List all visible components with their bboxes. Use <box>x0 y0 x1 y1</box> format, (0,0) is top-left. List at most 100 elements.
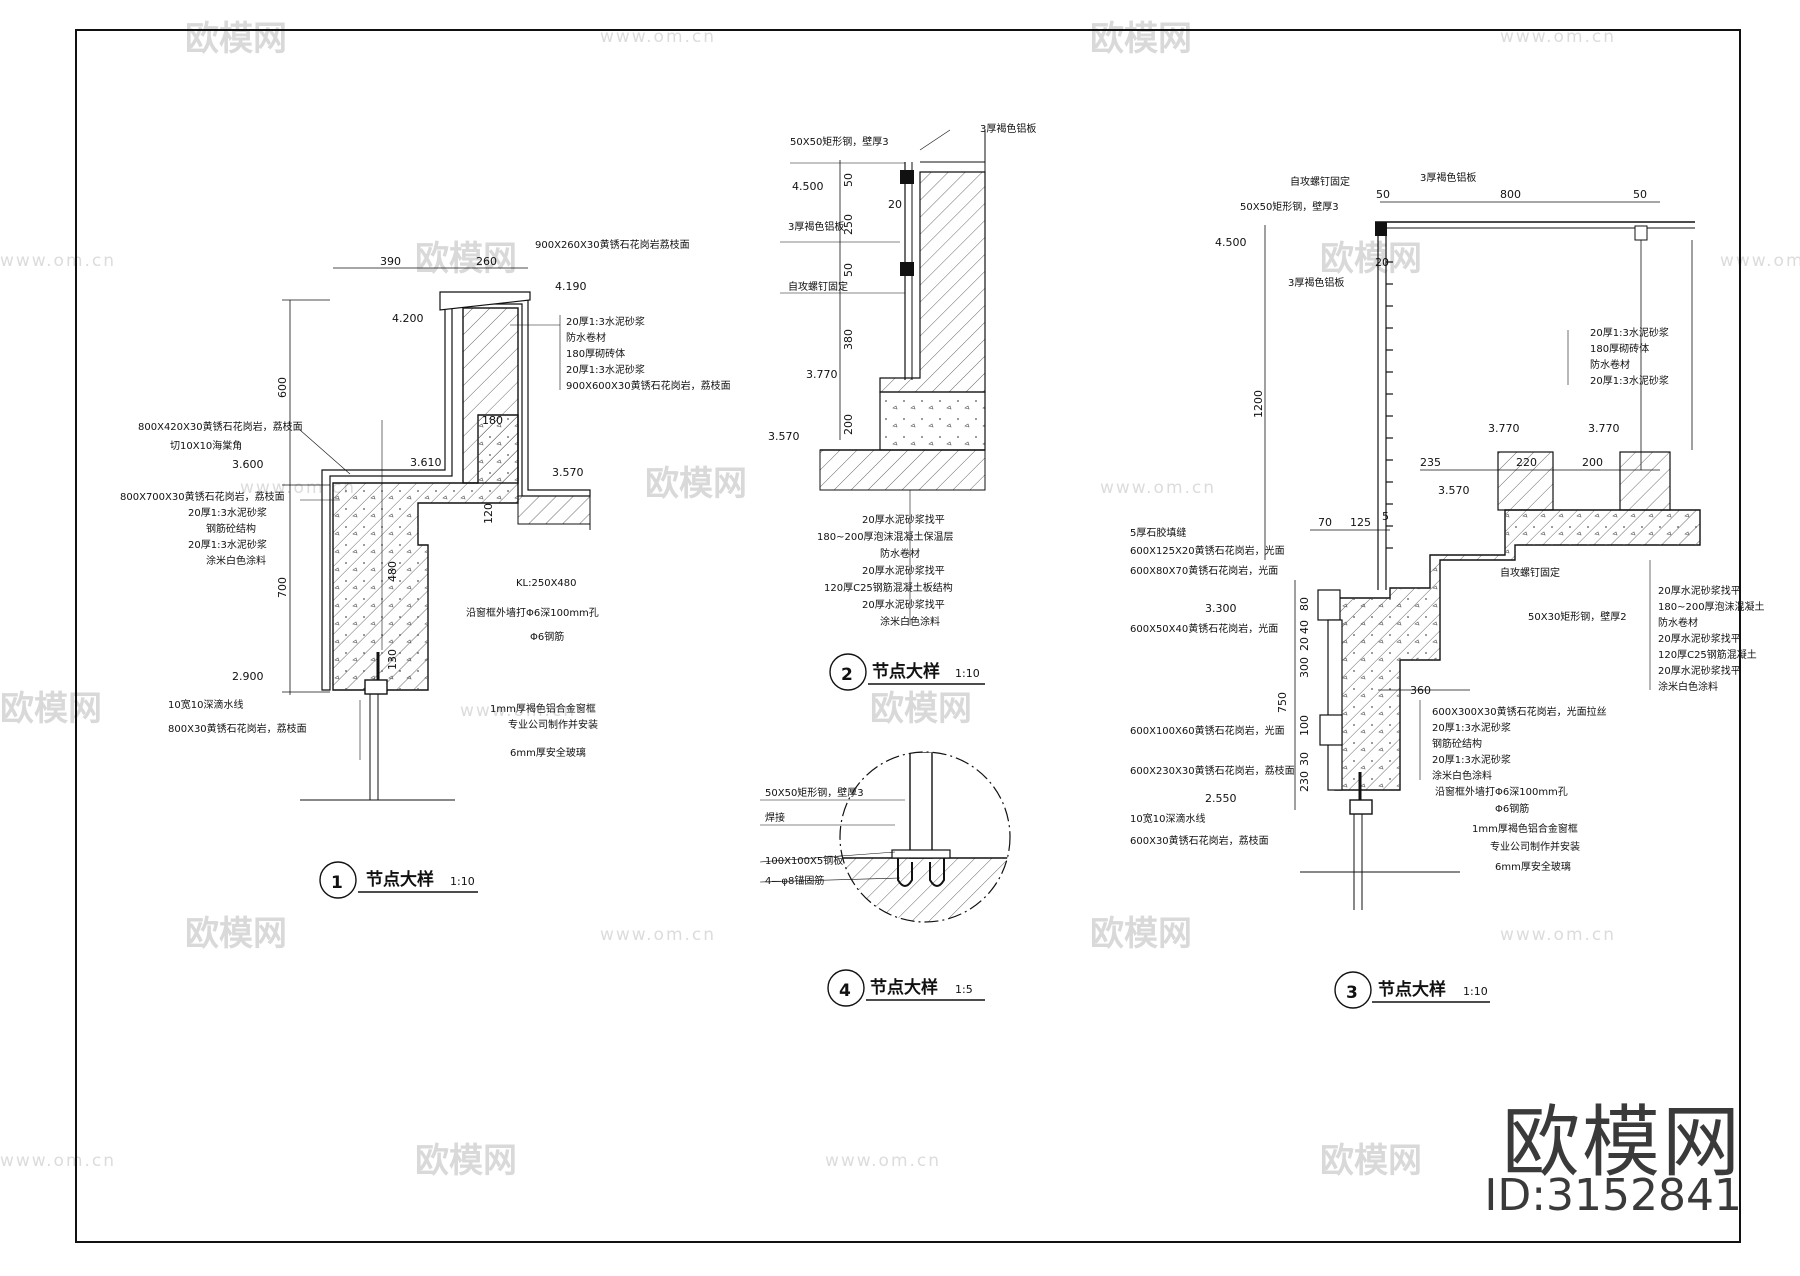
d1-label: 900X600X30黄锈石花岗岩，荔枝面 <box>566 379 731 392</box>
d4-title-circle <box>827 969 865 1007</box>
d3-dim: 50 <box>1376 188 1390 201</box>
d3-label: 涂米白色涂料 <box>1432 769 1492 782</box>
d2-label: 20厚水泥砂浆找平 <box>862 513 945 526</box>
d3-label: 专业公司制作并安装 <box>1490 840 1580 853</box>
d3-label: 600X50X40黄锈石花岗岩，光面 <box>1130 622 1278 635</box>
d3-label: 防水卷材 <box>1658 616 1698 629</box>
d3-title: 节点大样 <box>1378 979 1446 1000</box>
watermark-brand: 欧模网 <box>645 464 747 504</box>
d1-label: 20厚1:3水泥砂浆 <box>566 363 645 376</box>
d1-label: 1mm厚褐色铝合金窗框 <box>490 702 596 715</box>
d3-label: 20厚1:3水泥砂浆 <box>1590 326 1669 339</box>
d2-label: 180~200厚泡沫混凝土保温层 <box>817 530 954 543</box>
sheet-border <box>75 29 1741 1243</box>
d1-dim: 600 <box>276 377 289 398</box>
d3-dim: 1200 <box>1252 390 1265 418</box>
d1-dim: 180 <box>482 414 503 427</box>
d2-label: 3厚褐色铝板 <box>788 220 844 233</box>
d1-label: 沿窗框外墙打Φ6深100mm孔 <box>466 606 599 619</box>
d3-title-number: 3 <box>1346 983 1358 1003</box>
d2-dim: 50 <box>842 263 855 277</box>
d1-scale: 1:10 <box>450 875 475 888</box>
d1-label: 专业公司制作并安装 <box>508 718 598 731</box>
d1-dim: 480 <box>386 561 399 582</box>
d3-dim: 70 <box>1318 516 1332 529</box>
watermark-url: www.om.cn <box>460 701 576 721</box>
d4-label: 50X50矩形钢，壁厚3 <box>765 786 864 799</box>
d1-title-circle <box>319 861 357 899</box>
d2-label: 20厚水泥砂浆找平 <box>862 564 945 577</box>
d3-dim: 230 <box>1298 771 1311 792</box>
watermark-brand: 欧模网 <box>415 239 517 279</box>
d3-label: 涂米白色涂料 <box>1658 680 1718 693</box>
d2-title-number: 2 <box>841 665 853 685</box>
d3-dim: 20 <box>1298 637 1311 651</box>
d3-label: 600X230X30黄锈石花岗岩，荔枝面 <box>1130 764 1295 777</box>
d2-scale: 1:10 <box>955 667 980 680</box>
d3-label: 50X50矩形钢，壁厚3 <box>1240 200 1339 213</box>
d1-elevation: 4.190 <box>555 280 587 293</box>
d3-dim: 220 <box>1516 456 1537 469</box>
d3-label: 5厚石胶填缝 <box>1130 526 1186 539</box>
d3-elevation: 3.770 <box>1588 422 1620 435</box>
d3-title-circle <box>1334 971 1372 1009</box>
watermark-brand: 欧模网 <box>1320 1141 1422 1181</box>
d2-elevation: 3.570 <box>768 430 800 443</box>
d2-title: 节点大样 <box>872 661 940 682</box>
d3-label: 20厚水泥砂浆找平 <box>1658 632 1741 645</box>
d1-label: 800X30黄锈石花岗岩，荔枝面 <box>168 722 307 735</box>
watermark-url: www.om.cn <box>600 925 716 945</box>
watermark-brand: 欧模网 <box>870 689 972 729</box>
d3-label: 20厚1:3水泥砂浆 <box>1590 374 1669 387</box>
d3-label: Φ6钢筋 <box>1495 802 1529 815</box>
d1-title: 节点大样 <box>366 869 434 890</box>
d3-dim: 750 <box>1276 692 1289 713</box>
d1-elevation: 3.570 <box>552 466 584 479</box>
d1-label: 防水卷材 <box>566 331 606 344</box>
d4-scale: 1:5 <box>955 983 973 996</box>
detail-1: 900X260X30黄锈石花岗岩荔枝面 20厚1:3水泥砂浆 防水卷材 180厚… <box>120 238 731 899</box>
d3-label: 自攻螺钉固定 <box>1290 175 1350 188</box>
watermark-url: www.om.cn <box>1100 478 1216 498</box>
watermark-brand: 欧模网 <box>415 1141 517 1181</box>
d1-label: Φ6钢筋 <box>530 630 564 643</box>
d2-dim: 20 <box>888 198 902 211</box>
d3-elevation: 3.300 <box>1205 602 1237 615</box>
d3-label: 20厚1:3水泥砂浆 <box>1432 753 1511 766</box>
d1-label: 切10X10海棠角 <box>170 439 242 452</box>
watermark-brand: 欧模网 <box>1090 19 1192 59</box>
d2-label: 涂米白色涂料 <box>880 615 940 628</box>
watermark-brand: 欧模网 <box>185 914 287 954</box>
d2-label: 120厚C25钢筋混凝土板结构 <box>824 581 953 594</box>
d3-label: 3厚褐色铝板 <box>1420 171 1476 184</box>
d3-label: 20厚水泥砂浆找平 <box>1658 584 1741 597</box>
d1-dim: 260 <box>476 255 497 268</box>
d3-label: 600X80X70黄锈石花岗岩，光面 <box>1130 564 1278 577</box>
d3-elevation: 2.550 <box>1205 792 1237 805</box>
d3-label: 自攻螺钉固定 <box>1500 566 1560 579</box>
d1-elevation: 2.900 <box>232 670 264 683</box>
d1-label: KL:250X480 <box>516 578 577 589</box>
d3-label: 600X100X60黄锈石花岗岩，光面 <box>1130 724 1285 737</box>
d4-label: 100X100X5钢板 <box>765 854 843 867</box>
d1-label: 20厚1:3水泥砂浆 <box>566 315 645 328</box>
d3-dim: 800 <box>1500 188 1521 201</box>
d1-label: 180厚砌砖体 <box>566 347 625 360</box>
d1-label: 20厚1:3水泥砂浆 <box>188 506 267 519</box>
d3-dim: 360 <box>1410 684 1431 697</box>
d1-label: 800X420X30黄锈石花岗岩，荔枝面 <box>138 420 303 433</box>
d3-dim: 5 <box>1382 510 1389 523</box>
d4-title: 节点大样 <box>870 977 938 998</box>
d3-dim: 235 <box>1420 456 1441 469</box>
d3-label: 20厚水泥砂浆找平 <box>1658 664 1741 677</box>
d1-label: 20厚1:3水泥砂浆 <box>188 538 267 551</box>
d3-label: 20厚1:3水泥砂浆 <box>1432 721 1511 734</box>
d1-label: 10宽10深滴水线 <box>168 698 243 711</box>
d2-dim: 250 <box>842 214 855 235</box>
d3-dim: 50 <box>1633 188 1647 201</box>
d3-dim: 20 <box>1375 256 1389 269</box>
watermark-brand: 欧模网 <box>1090 914 1192 954</box>
d3-label: 600X300X30黄锈石花岗岩，光面拉丝 <box>1432 705 1607 718</box>
watermark-brand: 欧模网 <box>185 19 287 59</box>
d4-title-number: 4 <box>839 981 851 1001</box>
